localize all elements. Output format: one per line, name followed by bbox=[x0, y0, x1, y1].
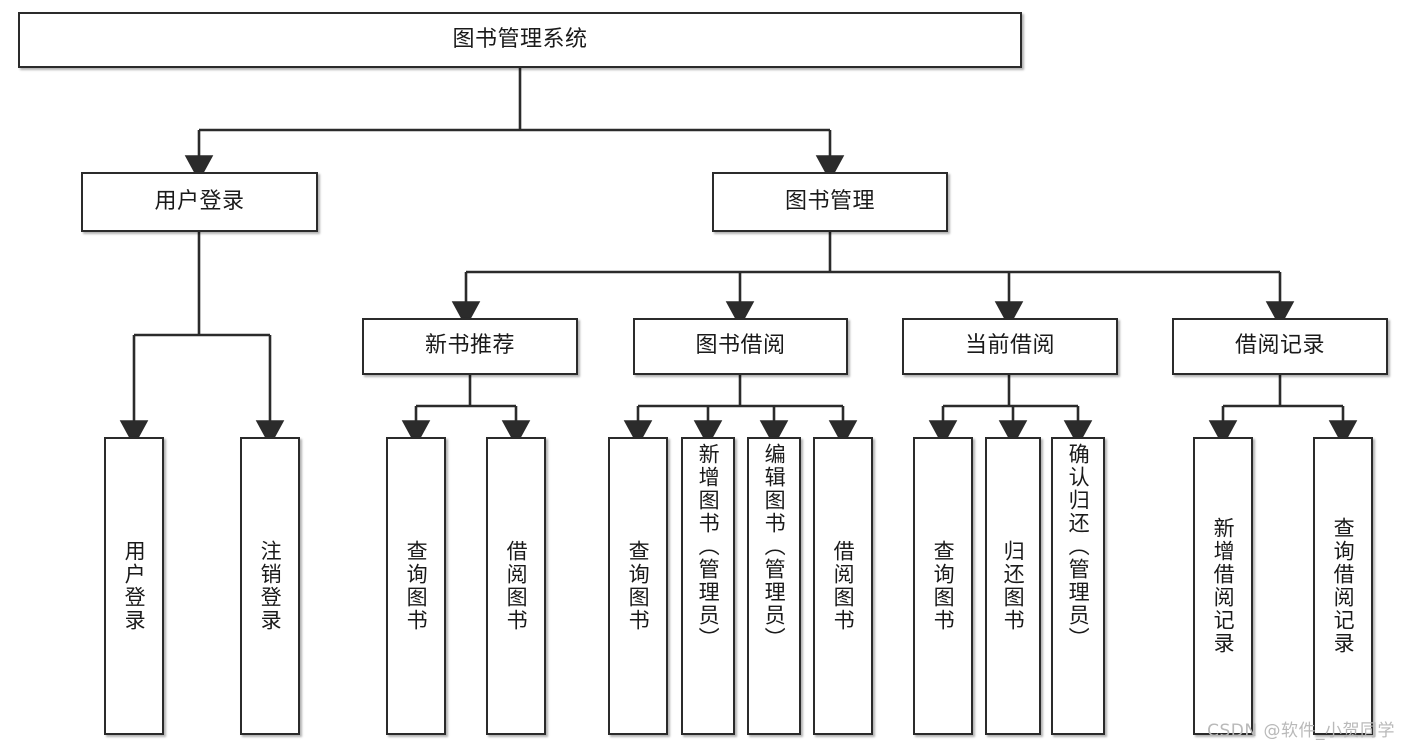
node-leaf-edit-book-admin[interactable]: 编辑图书（管理员） bbox=[747, 437, 801, 735]
node-leaf-return-books[interactable]: 归还图书 bbox=[985, 437, 1041, 735]
node-leaf-logout[interactable]: 注销登录 bbox=[240, 437, 300, 735]
node-leaf-user-login[interactable]: 用户登录 bbox=[104, 437, 164, 735]
node-root-label: 图书管理系统 bbox=[452, 26, 588, 52]
node-leaf-confirm-return-admin-label: 确认归还（管理员） bbox=[1066, 443, 1091, 650]
node-leaf-add-book-admin[interactable]: 新增图书（管理员） bbox=[681, 437, 735, 735]
node-leaf-query-borrowing-record[interactable]: 查询借阅记录 bbox=[1313, 437, 1373, 735]
node-leaf-logout-label: 注销登录 bbox=[258, 540, 283, 632]
node-leaf-query-borrowing-record-label: 查询借阅记录 bbox=[1331, 517, 1356, 655]
node-leaf-confirm-return-admin[interactable]: 确认归还（管理员） bbox=[1051, 437, 1105, 735]
node-user-login[interactable]: 用户登录 bbox=[81, 172, 318, 232]
node-leaf-edit-book-admin-label: 编辑图书（管理员） bbox=[762, 443, 787, 650]
node-leaf-query-books-current[interactable]: 查询图书 bbox=[913, 437, 973, 735]
node-current-borrowing-label: 当前借阅 bbox=[964, 333, 1055, 359]
node-leaf-add-book-admin-label: 新增图书（管理员） bbox=[696, 443, 721, 650]
node-new-book-recommendation[interactable]: 新书推荐 bbox=[362, 318, 578, 375]
node-current-borrowing[interactable]: 当前借阅 bbox=[902, 318, 1118, 375]
node-leaf-borrow-books-recommendation[interactable]: 借阅图书 bbox=[486, 437, 546, 735]
node-book-management[interactable]: 图书管理 bbox=[712, 172, 948, 232]
node-leaf-user-login-label: 用户登录 bbox=[122, 540, 147, 632]
node-leaf-add-borrowing-record[interactable]: 新增借阅记录 bbox=[1193, 437, 1253, 735]
node-leaf-query-books-borrowing[interactable]: 查询图书 bbox=[608, 437, 668, 735]
node-leaf-query-books-current-label: 查询图书 bbox=[931, 540, 956, 632]
node-user-login-label: 用户登录 bbox=[154, 188, 245, 214]
csdn-watermark: CSDN @软件_小贺同学 bbox=[1207, 721, 1395, 741]
node-leaf-query-books-recommendation[interactable]: 查询图书 bbox=[386, 437, 446, 735]
node-leaf-return-books-label: 归还图书 bbox=[1001, 540, 1026, 632]
node-book-borrowing-label: 图书借阅 bbox=[695, 333, 786, 359]
node-leaf-query-books-borrowing-label: 查询图书 bbox=[626, 540, 651, 632]
node-leaf-add-borrowing-record-label: 新增借阅记录 bbox=[1211, 517, 1236, 655]
node-book-borrowing[interactable]: 图书借阅 bbox=[633, 318, 848, 375]
node-leaf-borrow-books-borrowing-label: 借阅图书 bbox=[831, 540, 856, 632]
node-leaf-borrow-books-recommendation-label: 借阅图书 bbox=[504, 540, 529, 632]
node-leaf-query-books-recommendation-label: 查询图书 bbox=[404, 540, 429, 632]
node-leaf-borrow-books-borrowing[interactable]: 借阅图书 bbox=[813, 437, 873, 735]
node-book-management-label: 图书管理 bbox=[784, 188, 875, 214]
node-new-book-recommendation-label: 新书推荐 bbox=[424, 333, 515, 359]
node-borrowing-records-label: 借阅记录 bbox=[1234, 333, 1325, 359]
node-root-library-management-system[interactable]: 图书管理系统 bbox=[18, 12, 1022, 68]
node-borrowing-records[interactable]: 借阅记录 bbox=[1172, 318, 1388, 375]
